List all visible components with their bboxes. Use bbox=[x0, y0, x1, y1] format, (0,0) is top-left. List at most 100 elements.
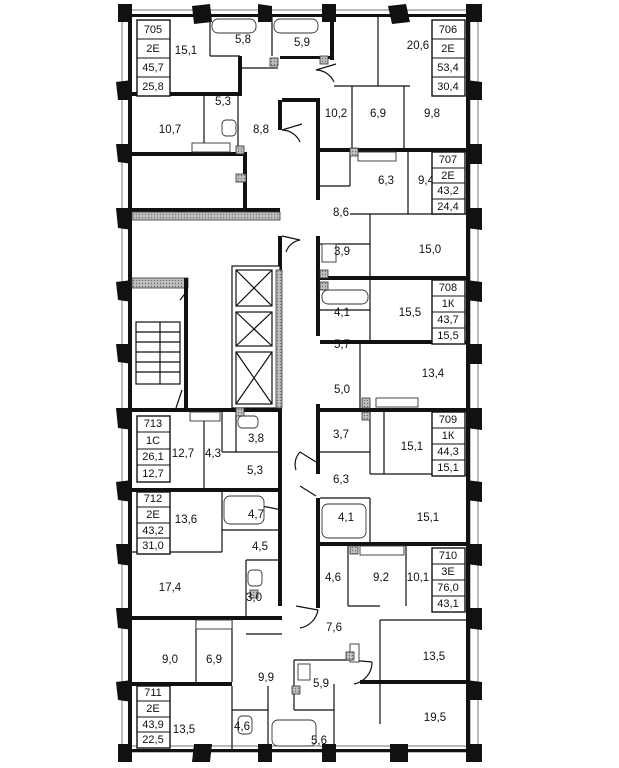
kitchen-counters bbox=[189, 142, 419, 663]
room-area: 20,6 bbox=[407, 40, 429, 52]
room-area: 5,9 bbox=[294, 37, 310, 49]
room-area: 3,0 bbox=[246, 592, 262, 604]
apartment-living: 30,4 bbox=[437, 81, 458, 93]
room-area: 4,1 bbox=[338, 512, 354, 524]
room-area: 9,0 bbox=[162, 654, 178, 666]
apartment-living: 43,1 bbox=[437, 598, 458, 610]
room-area: 15,5 bbox=[399, 307, 421, 319]
apartment-number: 707 bbox=[439, 154, 457, 166]
apartment-total: 43,9 bbox=[142, 719, 163, 731]
apartment-type: 2Е bbox=[146, 703, 159, 715]
apartment-type: 1К bbox=[442, 430, 455, 442]
apartment-type: 2Е bbox=[146, 509, 159, 521]
room-area: 5,3 bbox=[247, 465, 263, 477]
apartment-living: 22,5 bbox=[142, 734, 163, 746]
apartment-total: 45,7 bbox=[142, 62, 163, 74]
room-area: 15,0 bbox=[419, 244, 441, 256]
room-area: 4,6 bbox=[325, 572, 341, 584]
room-area: 8,6 bbox=[333, 207, 349, 219]
apartment-total: 26,1 bbox=[142, 451, 163, 463]
apartment-total: 53,4 bbox=[437, 62, 458, 74]
room-area: 19,5 bbox=[424, 712, 446, 724]
apartment-total: 43,2 bbox=[142, 525, 163, 537]
apartment-living: 15,5 bbox=[437, 330, 458, 342]
room-area: 9,2 bbox=[373, 572, 389, 584]
elevator-core bbox=[231, 265, 283, 409]
apartment-info-713: 713 1С 26,1 12,7 bbox=[136, 415, 171, 483]
apartment-number: 709 bbox=[439, 414, 457, 426]
room-area: 6,9 bbox=[206, 654, 222, 666]
room-area: 5,0 bbox=[334, 384, 350, 396]
apartment-info-708: 708 1К 43,7 15,5 bbox=[431, 279, 466, 345]
room-area: 15,1 bbox=[175, 45, 197, 57]
room-area: 3,7 bbox=[333, 429, 349, 441]
apartment-living: 12,7 bbox=[142, 468, 163, 480]
apartment-living: 15,1 bbox=[437, 462, 458, 474]
apartment-type: 2Е bbox=[441, 170, 454, 182]
apartment-info-706: 706 2Е 53,4 30,4 bbox=[431, 19, 466, 97]
apartment-number: 710 bbox=[439, 550, 457, 562]
apartment-total: 43,2 bbox=[437, 185, 458, 197]
room-area: 10,1 bbox=[407, 572, 429, 584]
sanitary-fixtures bbox=[211, 18, 369, 747]
apartment-number: 712 bbox=[144, 493, 162, 505]
apartment-number: 713 bbox=[144, 418, 162, 430]
room-area: 15,1 bbox=[417, 512, 439, 524]
room-area: 4,5 bbox=[252, 541, 268, 553]
facade-pilasters bbox=[116, 4, 482, 762]
room-area: 8,8 bbox=[253, 124, 269, 136]
apartment-living: 31,0 bbox=[142, 540, 163, 552]
room-area: 5,8 bbox=[235, 34, 251, 46]
apartment-total: 76,0 bbox=[437, 582, 458, 594]
room-area: 15,1 bbox=[401, 441, 423, 453]
room-area: 13,5 bbox=[423, 651, 445, 663]
apartment-info-711: 711 2Е 43,9 22,5 bbox=[136, 685, 171, 749]
apartment-info-705: 705 2Е 45,7 25,8 bbox=[136, 19, 171, 97]
room-area: 5,7 bbox=[334, 339, 350, 351]
apartment-number: 706 bbox=[439, 24, 457, 36]
room-area: 5,6 bbox=[311, 735, 327, 747]
room-area: 7,6 bbox=[326, 622, 342, 634]
room-area: 4,3 bbox=[205, 448, 221, 460]
room-area: 6,3 bbox=[378, 175, 394, 187]
room-area: 3,8 bbox=[248, 433, 264, 445]
room-area: 9,8 bbox=[424, 108, 440, 120]
room-area: 6,9 bbox=[370, 108, 386, 120]
partitions bbox=[132, 17, 470, 749]
apartment-info-707: 707 2Е 43,2 24,4 bbox=[431, 151, 466, 215]
apartment-number: 705 bbox=[144, 24, 162, 36]
room-area: 13,5 bbox=[173, 724, 195, 736]
interior-walls bbox=[131, 14, 470, 686]
apartment-info-709: 709 1К 44,3 15,1 bbox=[431, 411, 466, 477]
apartment-number: 708 bbox=[439, 282, 457, 294]
room-area: 17,4 bbox=[159, 582, 182, 594]
room-area: 12,7 bbox=[172, 448, 194, 460]
room-area: 4,1 bbox=[334, 307, 350, 319]
room-labels: 15,1 5,8 5,9 20,6 5,3 10,7 8,8 10,2 6,9 … bbox=[159, 34, 446, 747]
apartment-type: 1К bbox=[442, 298, 455, 310]
room-area: 13,6 bbox=[175, 514, 197, 526]
room-area: 3,9 bbox=[334, 246, 350, 258]
apartment-type: 2Е bbox=[146, 43, 159, 55]
apartment-total: 43,7 bbox=[437, 314, 458, 326]
apartment-type: 2Е bbox=[441, 43, 454, 55]
apartment-number: 711 bbox=[144, 687, 162, 699]
apartment-info-712: 712 2Е 43,2 31,0 bbox=[136, 491, 171, 555]
room-area: 9,4 bbox=[418, 175, 435, 187]
stairwell bbox=[131, 277, 189, 408]
apartment-type: 1С bbox=[146, 435, 160, 447]
room-area: 9,9 bbox=[258, 672, 274, 684]
room-area: 4,7 bbox=[248, 509, 264, 521]
room-area: 6,3 bbox=[333, 474, 349, 486]
exterior-walls bbox=[128, 14, 470, 752]
apartment-living: 25,8 bbox=[142, 81, 163, 93]
room-area: 10,7 bbox=[159, 124, 181, 136]
room-area: 5,3 bbox=[215, 96, 231, 108]
door-swings bbox=[175, 63, 373, 685]
apartment-info-710: 710 3Е 76,0 43,1 bbox=[431, 547, 466, 613]
room-area: 4,6 bbox=[234, 721, 250, 733]
apartment-type: 3Е bbox=[441, 566, 454, 578]
apartment-total: 44,3 bbox=[437, 446, 458, 458]
